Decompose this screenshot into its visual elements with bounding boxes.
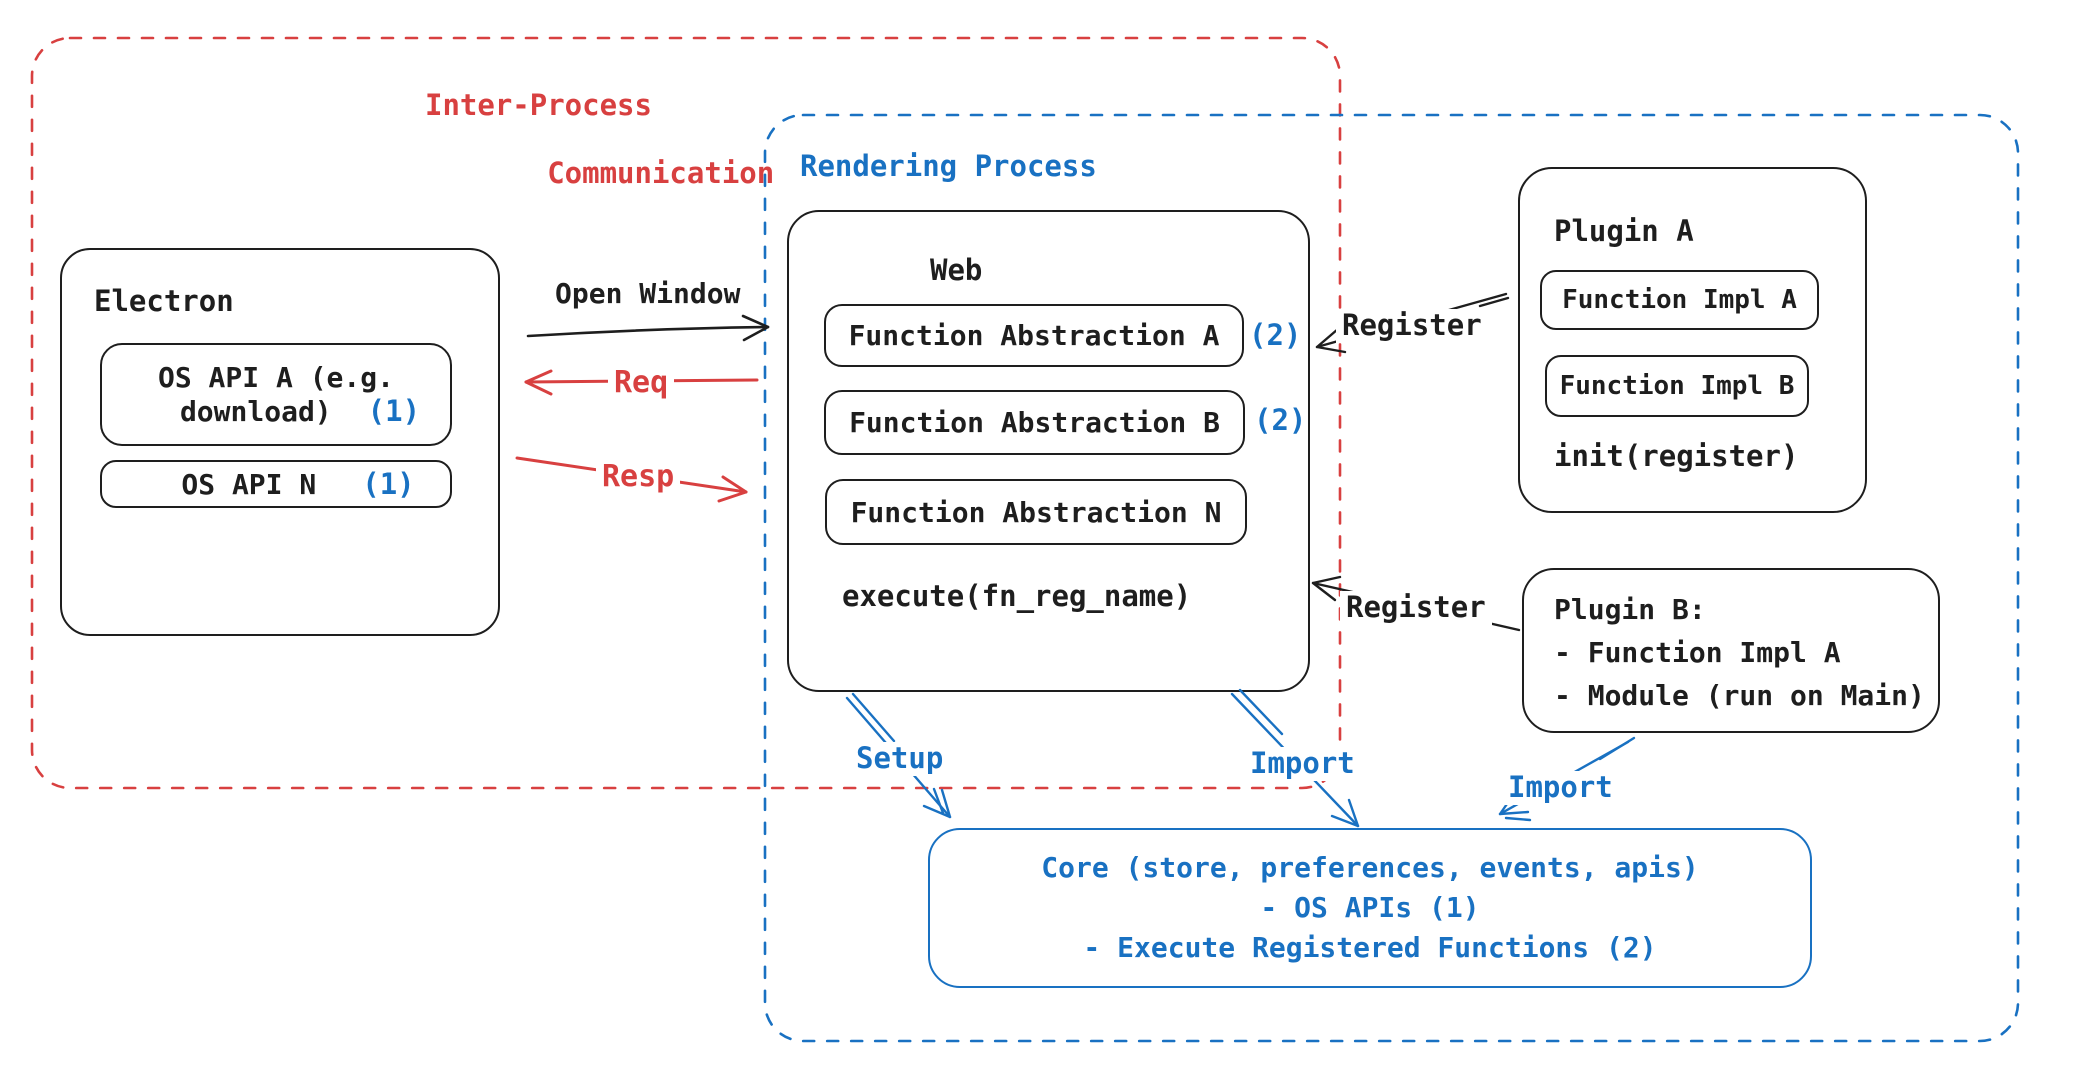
- os-api-a-badge: (1): [367, 394, 421, 428]
- open-window-arrow: [526, 314, 770, 342]
- core-box: Core (store, preferences, events, apis) …: [928, 828, 1812, 988]
- ipc-label-line2: Communication: [547, 156, 775, 190]
- import-web-label: Import: [1244, 747, 1361, 781]
- register-b-label: Register: [1340, 591, 1492, 625]
- function-abstraction-b-box: Function Abstraction B: [824, 390, 1245, 455]
- os-api-n-label: OS API N: [181, 467, 317, 501]
- ipc-label-line1: Inter-Process: [425, 88, 652, 122]
- function-abstraction-b-badge: (2): [1254, 403, 1307, 437]
- os-api-a-line2: download): [179, 395, 332, 428]
- web-box: Web Function Abstraction A (2) Function …: [787, 210, 1310, 692]
- execute-text: execute(fn_reg_name): [842, 579, 1192, 613]
- core-line-2: - OS APIs (1): [1260, 891, 1480, 924]
- plugin-a-box: Plugin A Function Impl A Function Impl B…: [1518, 167, 1867, 513]
- rendering-group-label: Rendering Process: [800, 149, 1097, 183]
- setup-label: Setup: [850, 742, 950, 776]
- resp-label: Resp: [596, 459, 681, 494]
- open-window-label: Open Window: [549, 278, 747, 311]
- web-title: Web: [930, 253, 983, 287]
- init-register-text: init(register): [1554, 439, 1799, 473]
- plugin-b-item-2: - Module (run on Main): [1554, 679, 1925, 712]
- req-label: Req: [608, 365, 675, 400]
- core-line-3: - Execute Registered Functions (2): [1083, 931, 1657, 964]
- function-impl-a-label: Function Impl A: [1562, 285, 1797, 315]
- electron-title: Electron: [94, 284, 234, 318]
- function-abstraction-a-label: Function Abstraction A: [848, 319, 1220, 352]
- os-api-n-badge: (1): [362, 467, 415, 501]
- os-api-n-box: OS API N (1): [100, 460, 452, 508]
- plugin-b-title: Plugin B:: [1554, 593, 1706, 626]
- register-a-label: Register: [1336, 309, 1488, 343]
- plugin-b-box: Plugin B: - Function Impl A - Module (ru…: [1522, 568, 1940, 733]
- function-abstraction-a-box: Function Abstraction A: [824, 304, 1244, 367]
- function-abstraction-n-label: Function Abstraction N: [850, 495, 1222, 529]
- plugin-a-title: Plugin A: [1554, 214, 1694, 248]
- function-abstraction-n-box: Function Abstraction N: [825, 479, 1247, 545]
- core-line-1: Core (store, preferences, events, apis): [1041, 851, 1699, 884]
- os-api-a-box: OS API A (e.g. download) (1): [100, 343, 452, 446]
- import-plugin-label: Import: [1502, 771, 1619, 805]
- function-abstraction-a-badge: (2): [1249, 318, 1302, 352]
- electron-box: Electron OS API A (e.g. download) (1) OS…: [60, 248, 500, 636]
- function-impl-b-label: Function Impl B: [1559, 371, 1795, 401]
- ipc-group-label: Inter-Process Communication: [425, 88, 774, 190]
- function-impl-a-box: Function Impl A: [1540, 270, 1819, 330]
- function-abstraction-b-label: Function Abstraction B: [849, 406, 1220, 439]
- plugin-b-item-1: - Function Impl A: [1554, 636, 1841, 669]
- os-api-a-line1: OS API A (e.g.: [157, 361, 394, 394]
- function-impl-b-box: Function Impl B: [1545, 355, 1809, 417]
